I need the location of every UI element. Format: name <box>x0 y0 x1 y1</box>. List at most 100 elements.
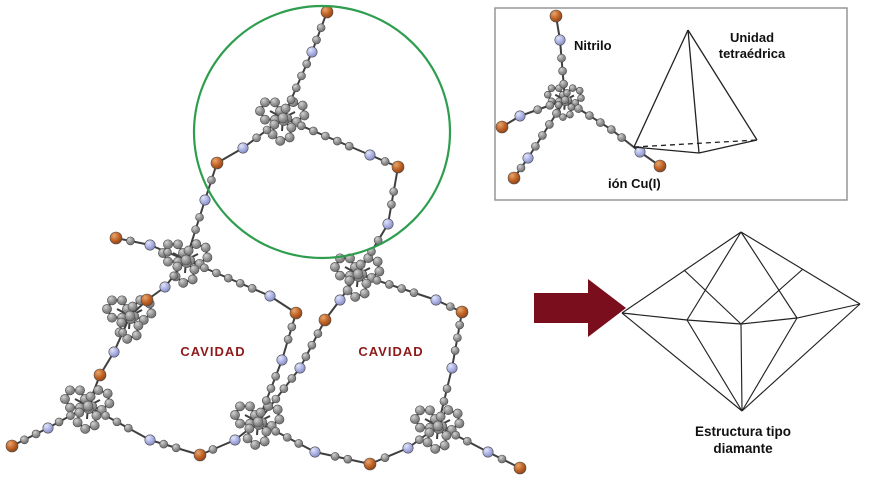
nitrogen-atom <box>306 46 318 58</box>
carbon-atom <box>107 295 117 306</box>
carbon-atom <box>133 320 144 331</box>
carbon-atom <box>343 454 353 464</box>
carbon-atom <box>545 120 554 129</box>
copper-atom <box>140 293 154 307</box>
carbon-atom <box>72 417 83 428</box>
carbon-atom <box>173 239 183 250</box>
carbon-atom <box>389 187 398 196</box>
nitrogen-atom <box>514 110 526 122</box>
carbon-atom <box>85 391 96 402</box>
carbon-atom <box>297 100 308 111</box>
carbon-atom <box>74 407 85 418</box>
carbon-atom <box>543 91 552 99</box>
carbon-atom <box>560 95 570 105</box>
copper-atom <box>549 9 563 23</box>
carbon-atom <box>454 418 465 429</box>
carbon-atom <box>252 416 264 428</box>
bond <box>311 11 328 53</box>
tetrahedron-hidden-edge <box>633 139 758 148</box>
nitrogen-atom <box>446 362 458 374</box>
carbon-atom <box>82 400 94 412</box>
copper-atom <box>507 171 521 185</box>
carbon-atom <box>533 105 542 115</box>
carbon-atom <box>462 436 472 446</box>
carbon-atom <box>31 429 41 439</box>
carbon-atom <box>277 112 289 124</box>
carbon-atom <box>230 410 240 420</box>
copper-atom <box>363 457 377 471</box>
nitrogen-atom <box>42 422 54 434</box>
carbon-atom <box>180 254 192 266</box>
carbon-atom <box>443 405 454 416</box>
carbon-atom <box>297 71 306 81</box>
carbon-atom <box>287 374 297 383</box>
carbon-atom <box>202 252 213 263</box>
carbon-atom <box>54 417 64 427</box>
carbon-atom <box>374 266 385 277</box>
carbon-atom <box>80 423 91 434</box>
copper-atom <box>318 313 332 327</box>
carbon-atom <box>261 396 271 405</box>
carbon-atom <box>330 262 340 272</box>
carbon-atom <box>344 141 354 151</box>
carbon-atom <box>104 398 115 409</box>
carbon-atom <box>163 256 173 267</box>
cavity-label-left: CAVIDAD <box>180 344 246 359</box>
nitrile-label: Nitrilo <box>574 38 612 53</box>
carbon-atom <box>20 435 29 445</box>
bond <box>369 447 409 465</box>
tetrahedron-drawing <box>633 29 758 154</box>
carbon-atom <box>287 322 297 332</box>
carbon-atom <box>207 175 216 185</box>
tetrahedral-unit-label: Unidad tetraédrica <box>718 30 786 62</box>
carbon-atom <box>410 414 420 424</box>
carbon-atom <box>208 445 218 454</box>
carbon-atom <box>282 433 292 442</box>
carbon-atom <box>435 411 446 422</box>
nitrogen-atom <box>199 194 211 206</box>
carbon-atom <box>259 436 270 447</box>
carbon-atom <box>577 94 585 102</box>
carbon-atom <box>453 333 462 343</box>
carbon-atom <box>531 142 540 151</box>
carbon-atom <box>163 239 173 250</box>
carbon-atom <box>297 121 306 131</box>
carbon-atom <box>255 106 265 116</box>
carbon-atom <box>442 384 452 393</box>
carbon-atom <box>117 295 127 306</box>
carbon-atom <box>116 317 127 328</box>
carbon-atom <box>299 110 310 121</box>
carbon-atom <box>307 340 317 350</box>
carbon-atom <box>617 133 626 142</box>
carbon-atom <box>66 411 75 420</box>
carbon-atom <box>397 284 406 293</box>
molecular-network-atoms <box>5 5 667 475</box>
carbon-atom <box>266 384 276 393</box>
carbon-atom <box>172 261 183 272</box>
carbon-atom <box>189 264 200 275</box>
highlight-circle <box>192 4 452 260</box>
carbon-atom <box>223 273 233 283</box>
carbon-atom <box>409 288 419 297</box>
carbon-atom <box>439 440 450 451</box>
carbon-atom <box>430 443 441 454</box>
carbon-atom <box>60 394 70 404</box>
copper-atom <box>391 160 405 174</box>
copper-atom <box>653 159 667 173</box>
carbon-atom <box>169 271 179 281</box>
carbon-atom <box>102 304 112 314</box>
carbon-atom <box>607 125 616 134</box>
carbon-atom <box>372 256 383 267</box>
carbon-atom <box>424 427 435 438</box>
carbon-atom <box>126 236 135 246</box>
carbon-atom <box>260 97 270 108</box>
carbon-atom <box>554 101 563 109</box>
bond <box>199 439 236 456</box>
carbon-atom <box>441 430 452 441</box>
carbon-atom <box>291 83 301 93</box>
carbon-atom <box>286 122 297 133</box>
carbon-atom <box>335 270 345 281</box>
nitrogen-atom <box>482 446 494 458</box>
